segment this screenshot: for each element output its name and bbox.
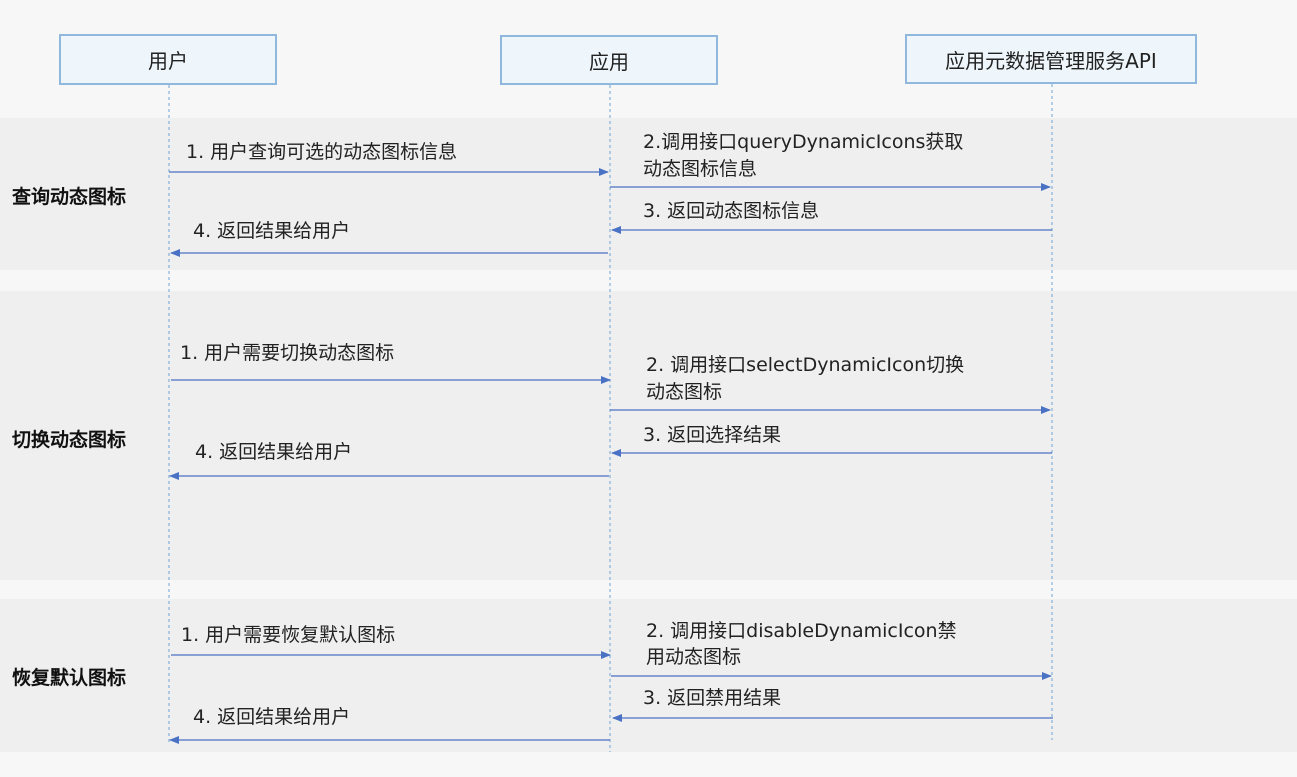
section-band-query <box>0 118 1297 270</box>
message-switch-4: 4. 返回结果给用户 <box>195 441 353 463</box>
message-query-2-line1: 2.调用接口queryDynamicIcons获取 <box>643 131 964 153</box>
section-label-query: 查询动态图标 <box>12 186 127 208</box>
message-restore-2-line1: 2. 调用接口disableDynamicIcon禁 <box>646 620 957 642</box>
message-restore-2-line2: 用动态图标 <box>646 646 742 668</box>
section-label-restore: 恢复默认图标 <box>12 667 127 689</box>
message-query-4: 4. 返回结果给用户 <box>193 220 351 242</box>
message-restore-4: 4. 返回结果给用户 <box>193 706 351 728</box>
participant-app: 应用 <box>500 35 718 85</box>
message-switch-1: 1. 用户需要切换动态图标 <box>180 342 395 364</box>
message-query-1: 1. 用户查询可选的动态图标信息 <box>186 141 458 163</box>
message-switch-3: 3. 返回选择结果 <box>643 424 782 446</box>
section-band-switch <box>0 291 1297 580</box>
message-restore-1: 1. 用户需要恢复默认图标 <box>181 624 396 646</box>
message-query-3: 3. 返回动态图标信息 <box>643 200 820 222</box>
participant-user: 用户 <box>59 34 277 85</box>
message-switch-2-line1: 2. 调用接口selectDynamicIcon切换 <box>646 354 965 376</box>
message-switch-2-line2: 动态图标 <box>646 381 723 403</box>
section-label-switch: 切换动态图标 <box>12 429 127 451</box>
message-query-2-line2: 动态图标信息 <box>643 158 758 180</box>
message-restore-3: 3. 返回禁用结果 <box>643 687 782 709</box>
participant-api: 应用元数据管理服务API <box>905 34 1197 84</box>
